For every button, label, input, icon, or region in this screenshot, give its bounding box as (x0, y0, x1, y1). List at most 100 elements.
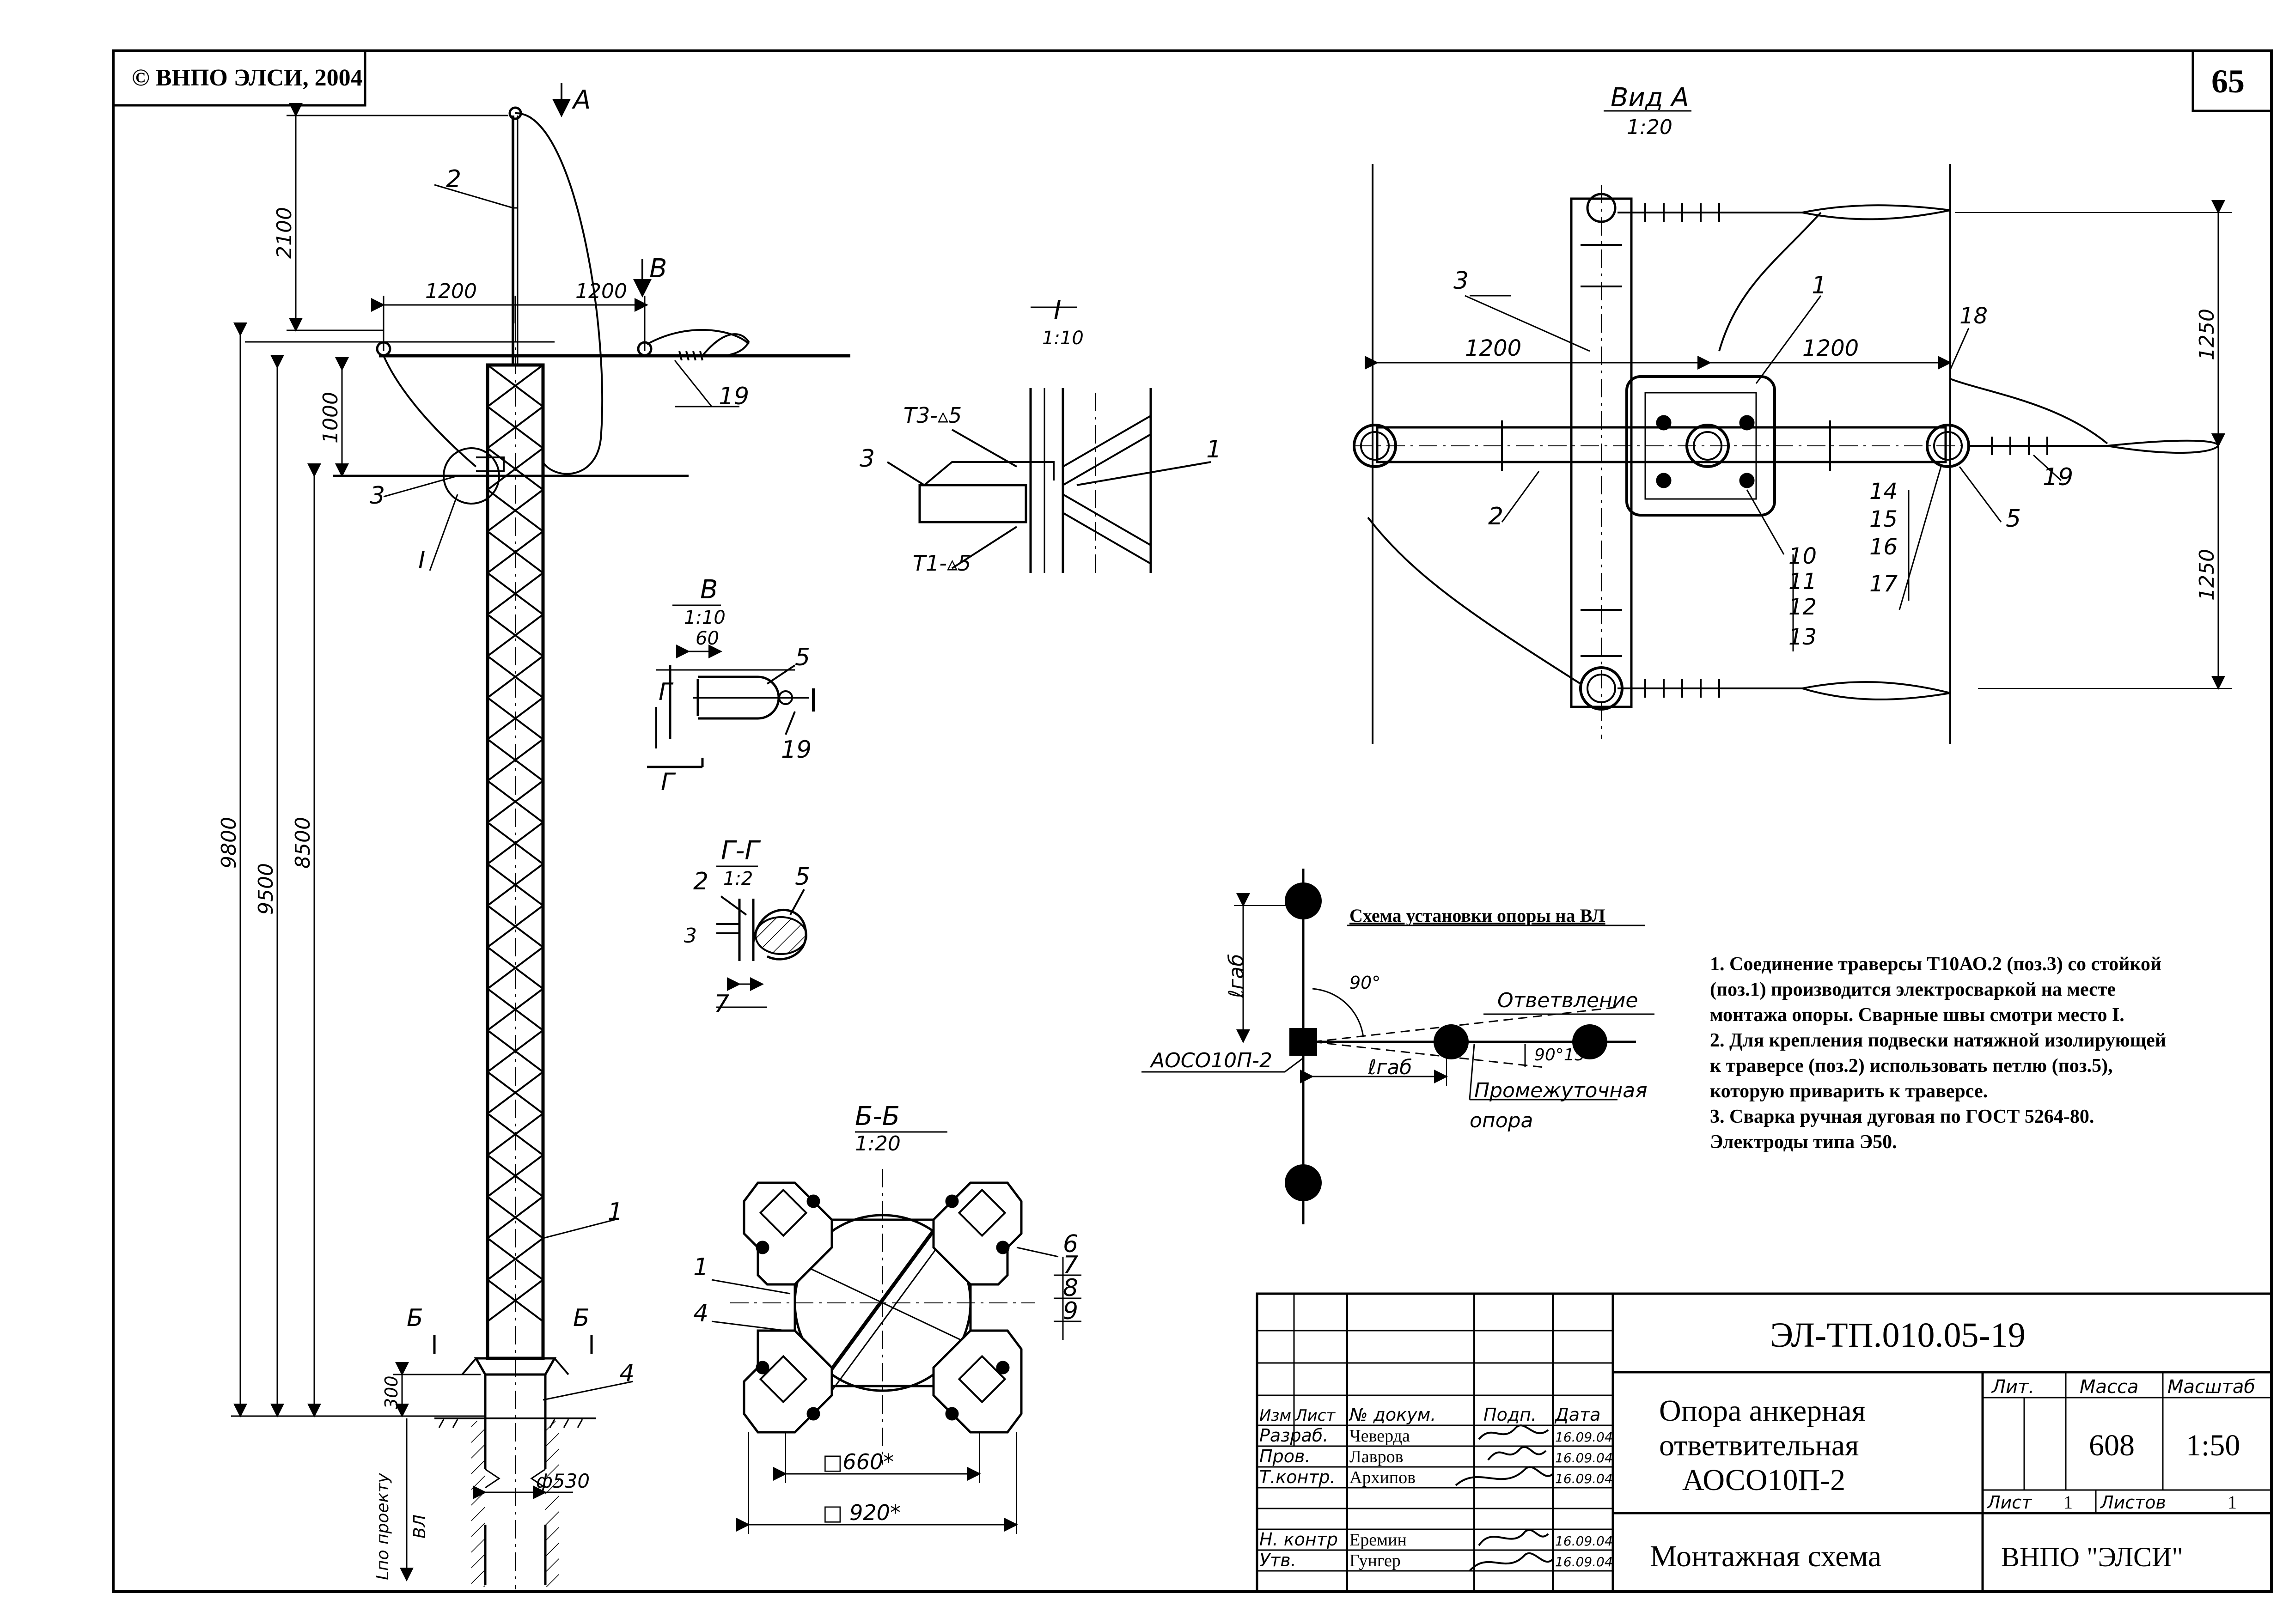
section-b-left: Б (407, 1304, 423, 1332)
elevation-callout-2: 2 (446, 165, 461, 193)
foundation-hatch-right (545, 1421, 559, 1587)
detail-b-scale: 1:10 (684, 607, 726, 628)
dim-8500: 8500 (291, 817, 315, 869)
detail-b-callout-5: 5 (795, 644, 810, 671)
date-1: 16.09.04 (1555, 1429, 1613, 1445)
section-bb-scale: 1:20 (855, 1132, 901, 1156)
view-a-dim-1250-bottom: 1250 (2195, 549, 2219, 601)
scheme-support-label: АОСО10П-2 (1149, 1049, 1272, 1072)
role-1: Разраб. (1259, 1425, 1328, 1446)
detail-b-section-mark-bottom: Г (661, 768, 676, 796)
detail-b-dim-60: 60 (696, 628, 719, 649)
section-bb-dim-660: □660* (823, 1449, 894, 1474)
scheme-intermediate-label-1: Промежуточная (1474, 1079, 1648, 1102)
section-bb-labels: Б-Б 1:20 □660* □ 920* 1 4 6 7 8 9 (693, 1101, 1078, 1525)
col-date: Дата (1554, 1405, 1600, 1425)
view-a-callout-5: 5 (2006, 505, 2021, 533)
section-bb-callout-6: 6 (1063, 1230, 1078, 1258)
detail-b-labels: В 1:10 60 Г Г 5 19 (659, 575, 812, 796)
section-bb-callout-9: 9 (1063, 1297, 1078, 1325)
dim-phi530: ф530 (536, 1470, 590, 1492)
view-a-callout-11: 11 (1788, 569, 1817, 595)
name-1: Чеверда (1349, 1426, 1410, 1446)
scheme-l-gab-horizontal: ℓгаб (1367, 1056, 1412, 1079)
scale-value: 1:50 (2186, 1429, 2240, 1462)
detail-i (886, 306, 1211, 573)
name-5: Гунгер (1349, 1551, 1401, 1570)
scheme-branch-label: Ответвление (1497, 989, 1638, 1012)
dim-9800: 9800 (217, 817, 241, 869)
elevation-callout-1: 1 (608, 1198, 623, 1226)
view-a-callout-18: 18 (1959, 303, 1988, 329)
scheme-intermediate-label-2: опора (1470, 1109, 1533, 1132)
col-doc: № докум. (1349, 1405, 1436, 1425)
view-a-dim-1200-right: 1200 (1802, 335, 1859, 361)
title-block-grid (1256, 1292, 2273, 1593)
detail-gg-callout-5: 5 (795, 863, 810, 891)
view-a-dim-1200-left: 1200 (1465, 335, 1521, 361)
col-list: Лист (1294, 1406, 1336, 1425)
detail-i-title: I (1054, 295, 1062, 325)
note-line-1: 1. Соединение траверсы Т10АО.2 (поз.3) с… (1710, 954, 2161, 975)
note-line-8: Электроды типа Э50. (1710, 1131, 1897, 1153)
section-b-right: Б (573, 1304, 590, 1332)
view-a-scale: 1:20 (1627, 116, 1672, 139)
title-block-text: ЭЛ-ТП.010.05-19 Опора анкерная ответвите… (1259, 1316, 2255, 1573)
scheme-angle-range: 90°15° (1534, 1046, 1593, 1064)
scheme-nodes (1285, 882, 1607, 1201)
detail-i-callout-3: 3 (860, 445, 875, 473)
sheets-label: Листов (2100, 1492, 2166, 1513)
scheme-angle-90: 90° (1349, 973, 1380, 993)
elevation-labels: А В 2100 1200 1200 1000 9800 9500 8500 3… (217, 85, 749, 1580)
date-2: 16.09.04 (1555, 1450, 1613, 1466)
sheet-label: Лист (1986, 1492, 2033, 1513)
product-name-line-3: АОСО10П-2 (1682, 1463, 1845, 1497)
detail-gg-scale: 1:2 (723, 868, 753, 889)
date-5: 16.09.04 (1555, 1554, 1613, 1569)
dim-vl: ВЛ (410, 1515, 429, 1539)
role-3: Т.контр. (1259, 1467, 1336, 1487)
view-a-callout-14: 14 (1869, 479, 1898, 505)
section-bb-callout-1: 1 (693, 1253, 708, 1281)
view-b-arrow-label: В (649, 254, 667, 284)
detail-b-section-mark-top: Г (659, 678, 674, 706)
detail-i-weld-bottom: Т1-▵5 (913, 551, 971, 576)
scheme-node-top (1285, 882, 1322, 919)
date-4: 16.09.04 (1555, 1533, 1613, 1549)
elevation-callout-i: I (418, 547, 425, 574)
detail-gg-labels: Г-Г 1:2 2 5 3 7 (684, 836, 810, 1018)
view-a (1353, 110, 2232, 744)
elevation-callout-19: 19 (719, 383, 749, 410)
dim-2100: 2100 (273, 207, 296, 259)
doc-code: ЭЛ-ТП.010.05-19 (1770, 1316, 2026, 1355)
note-line-2: (поз.1) производится электросваркой на м… (1710, 979, 2116, 1000)
col-sign: Подп. (1483, 1405, 1537, 1425)
sheet-number: 65 (2211, 63, 2245, 100)
dim-300: 300 (381, 1375, 402, 1409)
elevation-callout-3: 3 (370, 482, 385, 510)
section-bb-title: Б-Б (855, 1101, 900, 1131)
detail-gg-dim-7: 7 (714, 990, 729, 1018)
product-name-line-1: Опора анкерная (1659, 1394, 1866, 1428)
view-a-callout-10: 10 (1788, 543, 1817, 569)
signatures (1455, 1424, 1554, 1572)
organization: ВНПО "ЭЛСИ" (2001, 1542, 2183, 1572)
detail-b-callout-19: 19 (781, 736, 812, 764)
scheme-l-gab-vertical: ℓгаб (1225, 954, 1248, 998)
dim-9500: 9500 (254, 863, 278, 915)
view-a-dim-1250-top: 1250 (2195, 309, 2219, 360)
role-5: Утв. (1259, 1550, 1296, 1570)
scheme-node-branch (1572, 1024, 1607, 1059)
view-a-callout-16: 16 (1869, 534, 1898, 560)
detail-i-callout-1: 1 (1206, 436, 1221, 463)
detail-b (647, 604, 815, 768)
detail-i-scale: 1:10 (1042, 328, 1084, 349)
section-bb-dim-920: □ 920* (823, 1500, 901, 1525)
section-bb-plate-bottom-left (743, 1329, 833, 1434)
scale-header: Масштаб (2167, 1376, 2255, 1398)
view-a-callout-2: 2 (1488, 503, 1503, 530)
date-3: 16.09.04 (1555, 1471, 1613, 1486)
scheme-node-bottom (1285, 1164, 1322, 1201)
section-bb-callout-8: 8 (1063, 1274, 1078, 1302)
